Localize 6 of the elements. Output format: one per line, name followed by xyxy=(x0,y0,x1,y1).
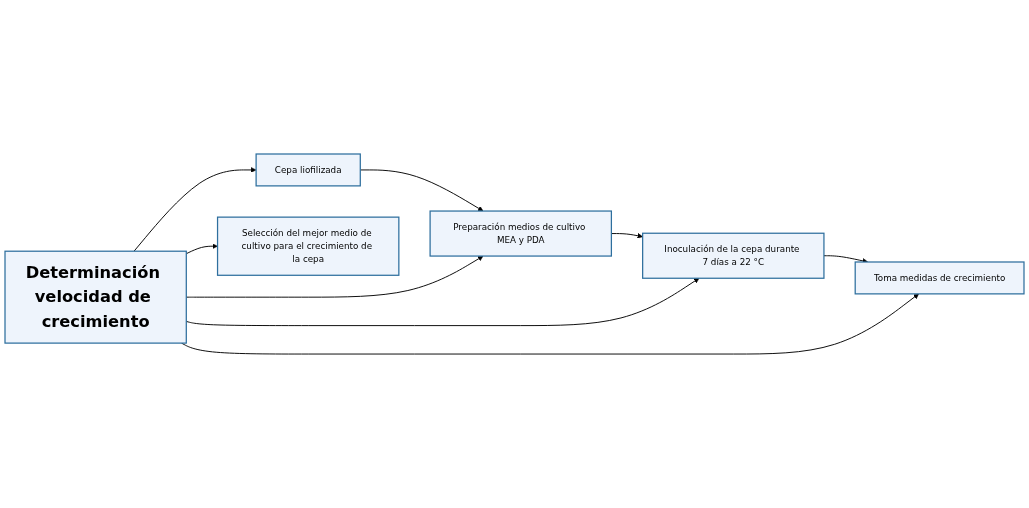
node-box: Preparación medios de cultivo MEA y PDA xyxy=(429,210,612,257)
node-box: Selección del mejor medio de cultivo para el crecimiento de la cepa xyxy=(216,216,400,276)
node-box: Inoculación de la cepa durante 7 días a 22 °C xyxy=(642,232,825,279)
node-box: Toma medidas de crecimiento xyxy=(854,261,1025,295)
node-box: Determinación velocidad de crecimiento xyxy=(4,250,187,344)
node-box: Cepa liofilizada xyxy=(255,153,361,187)
